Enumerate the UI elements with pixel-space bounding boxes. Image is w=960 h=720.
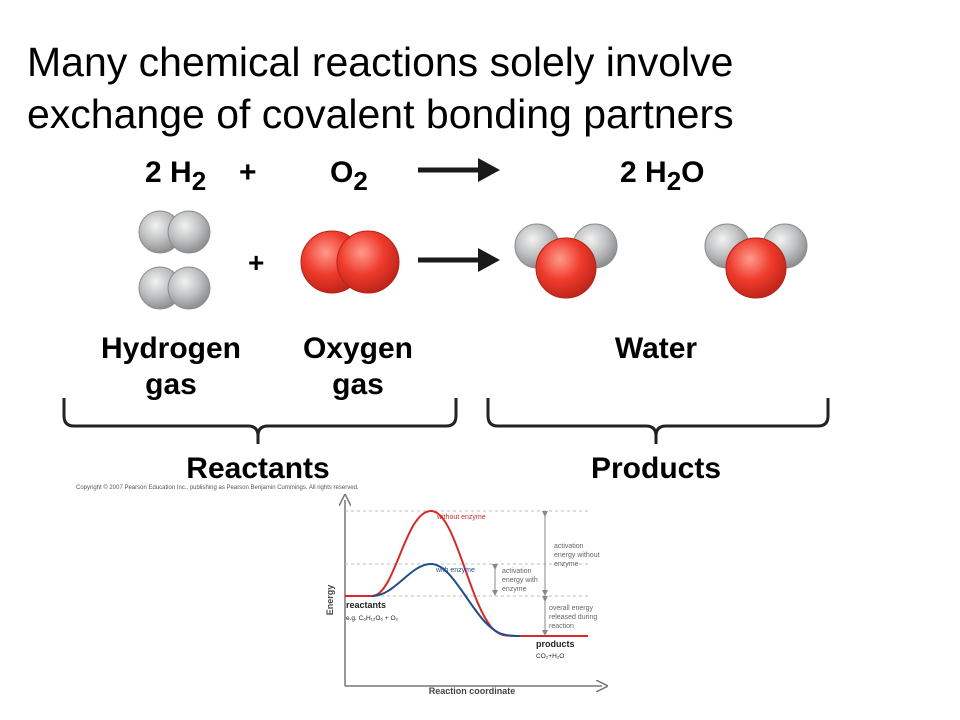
oxygen-gas-label: gas (332, 368, 384, 401)
water-molecule-icon (514, 223, 618, 299)
oxygen-label: Oxygen (303, 332, 413, 365)
plus-sign-molecules: + (248, 247, 264, 278)
without-enzyme-label: without enzyme (436, 514, 486, 521)
water-formula: 2 H2O (620, 156, 705, 196)
activation-without-label: activation energy without enzyme (554, 543, 601, 568)
with-enzyme-label: with enzyme (435, 567, 475, 574)
hydrogen-molecule-icon (138, 210, 211, 254)
hydrogen-label: Hydrogen (101, 332, 241, 365)
copyright-notice: Copyright © 2007 Pearson Education Inc.,… (76, 484, 359, 491)
title-line-2: exchange of covalent bonding partners (27, 91, 734, 137)
oxygen-formula: O2 (330, 156, 368, 196)
hydrogen-formula: 2 H2 (145, 156, 206, 196)
hydrogen-molecule-icon (138, 266, 211, 310)
plus-sign-formula: + (239, 156, 257, 189)
title-line-1: Many chemical reactions solely involve (27, 39, 734, 85)
hydrogen-gas-label: gas (145, 368, 197, 401)
equation-arrow-icon (418, 158, 500, 182)
slide-title: Many chemical reactions solely involve e… (27, 36, 927, 140)
products-example: CO₂+H₂O (536, 653, 564, 660)
reactants-heading: Reactants (186, 452, 329, 485)
reactants-example: e.g. C₆H₁₂O₆ + O₂ (346, 615, 399, 622)
reactants-energy-label: reactants (346, 600, 386, 610)
water-molecule-icon (704, 223, 808, 299)
energy-diagram: without enzyme with enzyme activation en… (325, 500, 602, 696)
oxygen-molecule-icon (300, 230, 400, 294)
molecule-arrow-icon (418, 248, 500, 272)
overall-energy-label: overall energy released during reaction (549, 605, 599, 630)
with-enzyme-curve (371, 562, 521, 637)
y-axis-label: Energy (325, 585, 335, 616)
reactants-brace (62, 398, 458, 444)
products-energy-label: products (536, 639, 575, 649)
water-label: Water (615, 332, 698, 365)
x-axis-label: Reaction coordinate (429, 686, 516, 696)
products-brace (486, 398, 830, 444)
chemical-equation: 2 H2 + O2 2 H2O (145, 156, 705, 196)
products-heading: Products (591, 452, 721, 485)
activation-with-label: activation energy with enzyme (502, 568, 540, 593)
